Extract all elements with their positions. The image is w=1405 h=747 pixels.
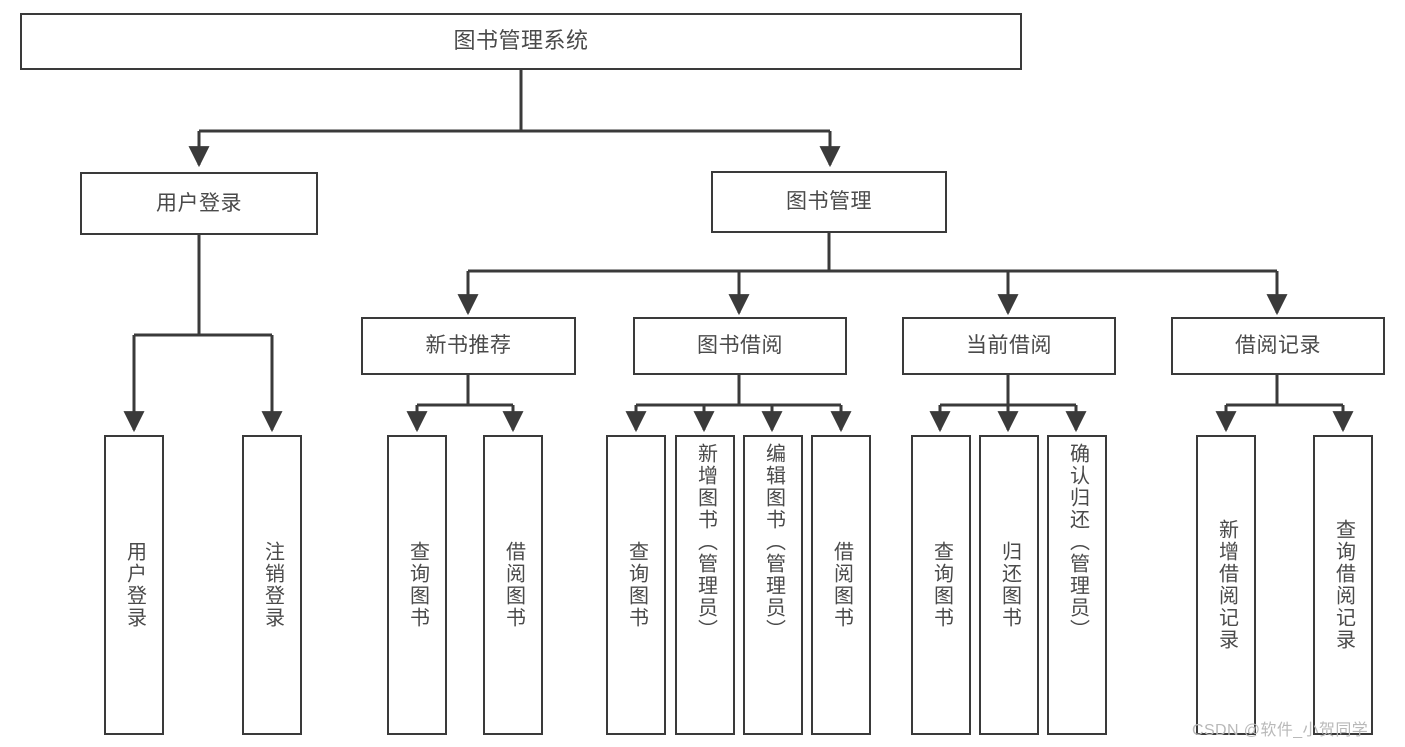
leaf-borrow-book-borrow[interactable]: 借阅图书 xyxy=(811,435,871,735)
leaf-edit-book-admin[interactable]: 编辑图书（管理员） xyxy=(743,435,803,735)
leaf-user-login[interactable]: 用户登录 xyxy=(104,435,164,735)
node-book-management[interactable]: 图书管理 xyxy=(711,171,947,233)
node-root-book-management-system[interactable]: 图书管理系统 xyxy=(20,13,1022,70)
node-new-book-recommend[interactable]: 新书推荐 xyxy=(361,317,576,375)
leaf-query-book-current[interactable]: 查询图书 xyxy=(911,435,971,735)
leaf-borrow-book-recommend[interactable]: 借阅图书 xyxy=(483,435,543,735)
csdn-watermark: CSDN @软件_小贺同学 xyxy=(1192,722,1369,739)
node-borrow-record[interactable]: 借阅记录 xyxy=(1171,317,1385,375)
leaf-confirm-return-admin[interactable]: 确认归还（管理员） xyxy=(1047,435,1107,735)
leaf-return-book[interactable]: 归还图书 xyxy=(979,435,1039,735)
leaf-query-book-recommend[interactable]: 查询图书 xyxy=(387,435,447,735)
node-book-borrow[interactable]: 图书借阅 xyxy=(633,317,847,375)
leaf-add-borrow-record[interactable]: 新增借阅记录 xyxy=(1196,435,1256,735)
leaf-add-book-admin[interactable]: 新增图书（管理员） xyxy=(675,435,735,735)
node-user-login[interactable]: 用户登录 xyxy=(80,172,318,235)
leaf-query-borrow-record[interactable]: 查询借阅记录 xyxy=(1313,435,1373,735)
leaf-logout-login[interactable]: 注销登录 xyxy=(242,435,302,735)
leaf-query-book-borrow[interactable]: 查询图书 xyxy=(606,435,666,735)
node-current-borrow[interactable]: 当前借阅 xyxy=(902,317,1116,375)
